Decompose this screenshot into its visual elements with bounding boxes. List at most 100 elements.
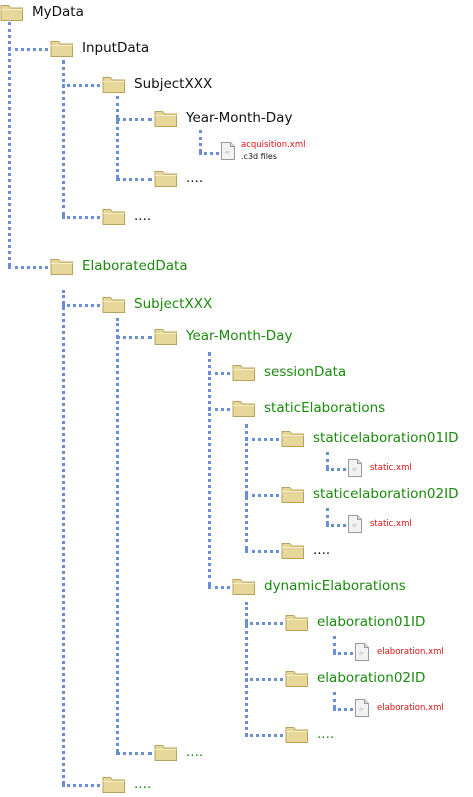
xml-file-icon xyxy=(355,643,369,661)
xml-file-icon xyxy=(221,142,235,160)
connector-line xyxy=(116,96,119,178)
tree-node-mydata: MyData xyxy=(0,0,84,24)
connector-line xyxy=(245,494,279,497)
folder-label: SubjectXXX xyxy=(134,296,213,312)
folder-icon xyxy=(102,77,125,93)
connector-line xyxy=(333,636,336,652)
ellipsis-label: .... xyxy=(134,208,152,224)
connector-line xyxy=(62,216,100,219)
file-label: static.xml xyxy=(370,519,412,529)
folder-label: elaboration02ID xyxy=(317,670,426,686)
tree-node-input-date-ellipsis: .... xyxy=(154,166,203,190)
connector-line xyxy=(8,48,48,51)
tree-node-input-date: Year-Month-Day xyxy=(154,106,292,130)
folder-icon xyxy=(50,259,73,275)
tree-node-sessiondata: sessionData xyxy=(232,360,346,384)
connector-line xyxy=(199,130,202,152)
connector-line xyxy=(245,424,248,550)
connector-line xyxy=(326,468,346,471)
folder-label: staticelaboration01ID xyxy=(313,430,459,446)
connector-line xyxy=(326,508,329,524)
ellipsis-label: .... xyxy=(186,744,204,760)
connector-line xyxy=(208,372,230,375)
tree-node-elab-subject-ellipsis: .... xyxy=(102,772,151,796)
tree-node-dyn-el-02: elaboration02ID xyxy=(285,666,425,690)
ellipsis-label: .... xyxy=(134,776,152,792)
folder-icon xyxy=(285,727,308,743)
connector-line xyxy=(116,118,152,121)
folder-icon xyxy=(281,543,304,559)
connector-line xyxy=(199,152,219,155)
tree-node-inputdata: InputData xyxy=(50,36,149,60)
folder-label: InputData xyxy=(82,40,150,56)
folder-label: MyData xyxy=(32,4,84,20)
folder-label: elaboration01ID xyxy=(317,614,426,630)
folder-label: staticElaborations xyxy=(264,400,386,416)
folder-icon xyxy=(285,615,308,631)
tree-node-elab-date-ellipsis: .... xyxy=(154,740,203,764)
connector-line xyxy=(333,692,336,708)
folder-label: Year-Month-Day xyxy=(186,328,293,344)
folder-icon xyxy=(154,171,177,187)
folder-icon xyxy=(232,579,255,595)
folder-icon xyxy=(102,777,125,793)
ellipsis-label: .... xyxy=(186,170,204,186)
folder-icon xyxy=(285,671,308,687)
folder-icon xyxy=(154,329,177,345)
connector-line xyxy=(8,22,11,266)
connector-line xyxy=(245,550,279,553)
file-note: .c3d files xyxy=(241,152,278,161)
tree-node-elaborateddata: ElaboratedData xyxy=(50,254,188,278)
tree-node-dyn-ellipsis: .... xyxy=(285,722,334,746)
connector-line xyxy=(62,784,100,787)
folder-icon xyxy=(154,111,177,127)
connector-line xyxy=(8,266,48,269)
file-label: static.xml xyxy=(370,463,412,473)
xml-file-icon xyxy=(348,515,362,533)
tree-node-static-el-01: staticelaboration01ID xyxy=(281,426,458,450)
xml-file-icon xyxy=(348,459,362,477)
file-label: elaboration.xml xyxy=(377,703,444,713)
connector-line xyxy=(245,438,279,441)
folder-icon xyxy=(281,431,304,447)
tree-node-input-subject: SubjectXXX xyxy=(102,72,212,96)
tree-node-acquisition-file: acquisition.xml .c3d files xyxy=(221,138,305,164)
tree-node-elab-subject: SubjectXXX xyxy=(102,292,212,316)
tree-node-static-file-02: static.xml xyxy=(348,512,412,536)
folder-label: Year-Month-Day xyxy=(186,110,293,126)
tree-node-dyn-el-01: elaboration01ID xyxy=(285,610,425,634)
connector-line xyxy=(208,408,230,411)
tree-node-dyn-file-02: elaboration.xml xyxy=(355,696,444,720)
folder-icon xyxy=(102,297,125,313)
folder-icon xyxy=(232,365,255,381)
connector-line xyxy=(326,524,346,527)
connector-line xyxy=(245,602,248,736)
connector-line xyxy=(333,652,353,655)
connector-line xyxy=(62,304,100,307)
folder-icon xyxy=(102,209,125,225)
xml-file-icon xyxy=(355,699,369,717)
connector-line xyxy=(333,708,353,711)
tree-node-dynamic-elaborations: dynamicElaborations xyxy=(232,574,406,598)
folder-icon xyxy=(281,487,304,503)
connector-line xyxy=(116,318,119,752)
folder-icon xyxy=(232,401,255,417)
connector-line xyxy=(62,60,65,216)
file-label: acquisition.xml xyxy=(241,140,306,150)
connector-line xyxy=(62,290,65,784)
ellipsis-label: .... xyxy=(313,542,331,558)
folder-icon xyxy=(154,745,177,761)
tree-node-static-elaborations: staticElaborations xyxy=(232,396,385,420)
connector-line xyxy=(116,752,152,755)
folder-icon xyxy=(0,5,23,21)
tree-node-dyn-file-01: elaboration.xml xyxy=(355,640,444,664)
folder-label: ElaboratedData xyxy=(82,258,188,274)
folder-label: dynamicElaborations xyxy=(264,578,406,594)
connector-line xyxy=(326,452,329,468)
connector-line xyxy=(208,352,211,586)
connector-line xyxy=(245,734,283,737)
folder-label: sessionData xyxy=(264,364,347,380)
connector-line xyxy=(245,622,283,625)
connector-line xyxy=(208,586,230,589)
